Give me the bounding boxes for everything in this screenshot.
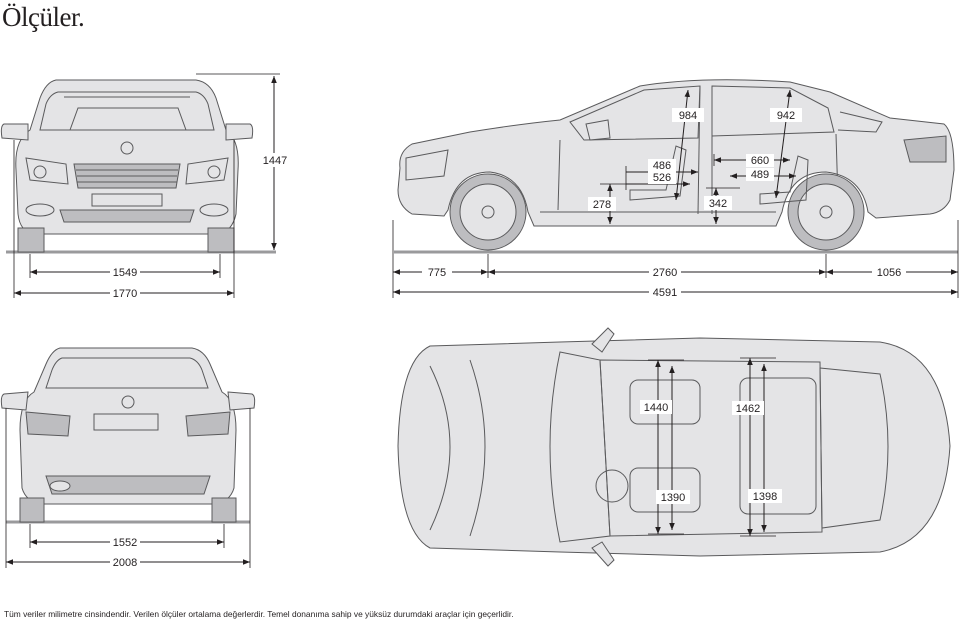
label-track-front: 1549 [113,267,137,279]
label-width-mirrors: 2008 [113,557,137,569]
label-elbow-rear: 1398 [753,491,777,503]
label-shoulder-front: 1440 [644,402,668,414]
label-rear-leg-b: 489 [751,169,769,181]
label-shoulder-rear: 1462 [736,403,760,415]
label-front-shoulder-b: 526 [653,172,671,184]
label-length: 4591 [653,287,677,299]
label-front-shoulder-a: 486 [653,160,671,172]
label-rear-overhang: 1056 [877,267,901,279]
rear-view-car [0,347,256,524]
top-view-dimensions [648,357,776,537]
front-view-car [0,79,276,254]
label-front-overhang: 775 [428,267,446,279]
label-width: 1770 [113,288,137,300]
label-elbow-front: 1390 [661,492,685,504]
top-view-car [397,327,951,567]
label-rear-leg-a: 660 [751,155,769,167]
label-headroom-rear: 942 [777,110,795,122]
label-front-seat-height: 278 [593,199,611,211]
label-height: 1447 [263,155,287,167]
label-rear-seat-height: 342 [709,198,727,210]
dimension-labels: 1447 1549 1770 984 942 486 526 660 489 2… [110,108,906,569]
page-title: Ölçüler. [2,2,85,32]
label-track-rear: 1552 [113,537,137,549]
label-headroom-front: 984 [679,110,697,122]
label-wheelbase: 2760 [653,267,677,279]
footnote: Tüm veriler milimetre cinsindendir. Veri… [4,609,514,619]
